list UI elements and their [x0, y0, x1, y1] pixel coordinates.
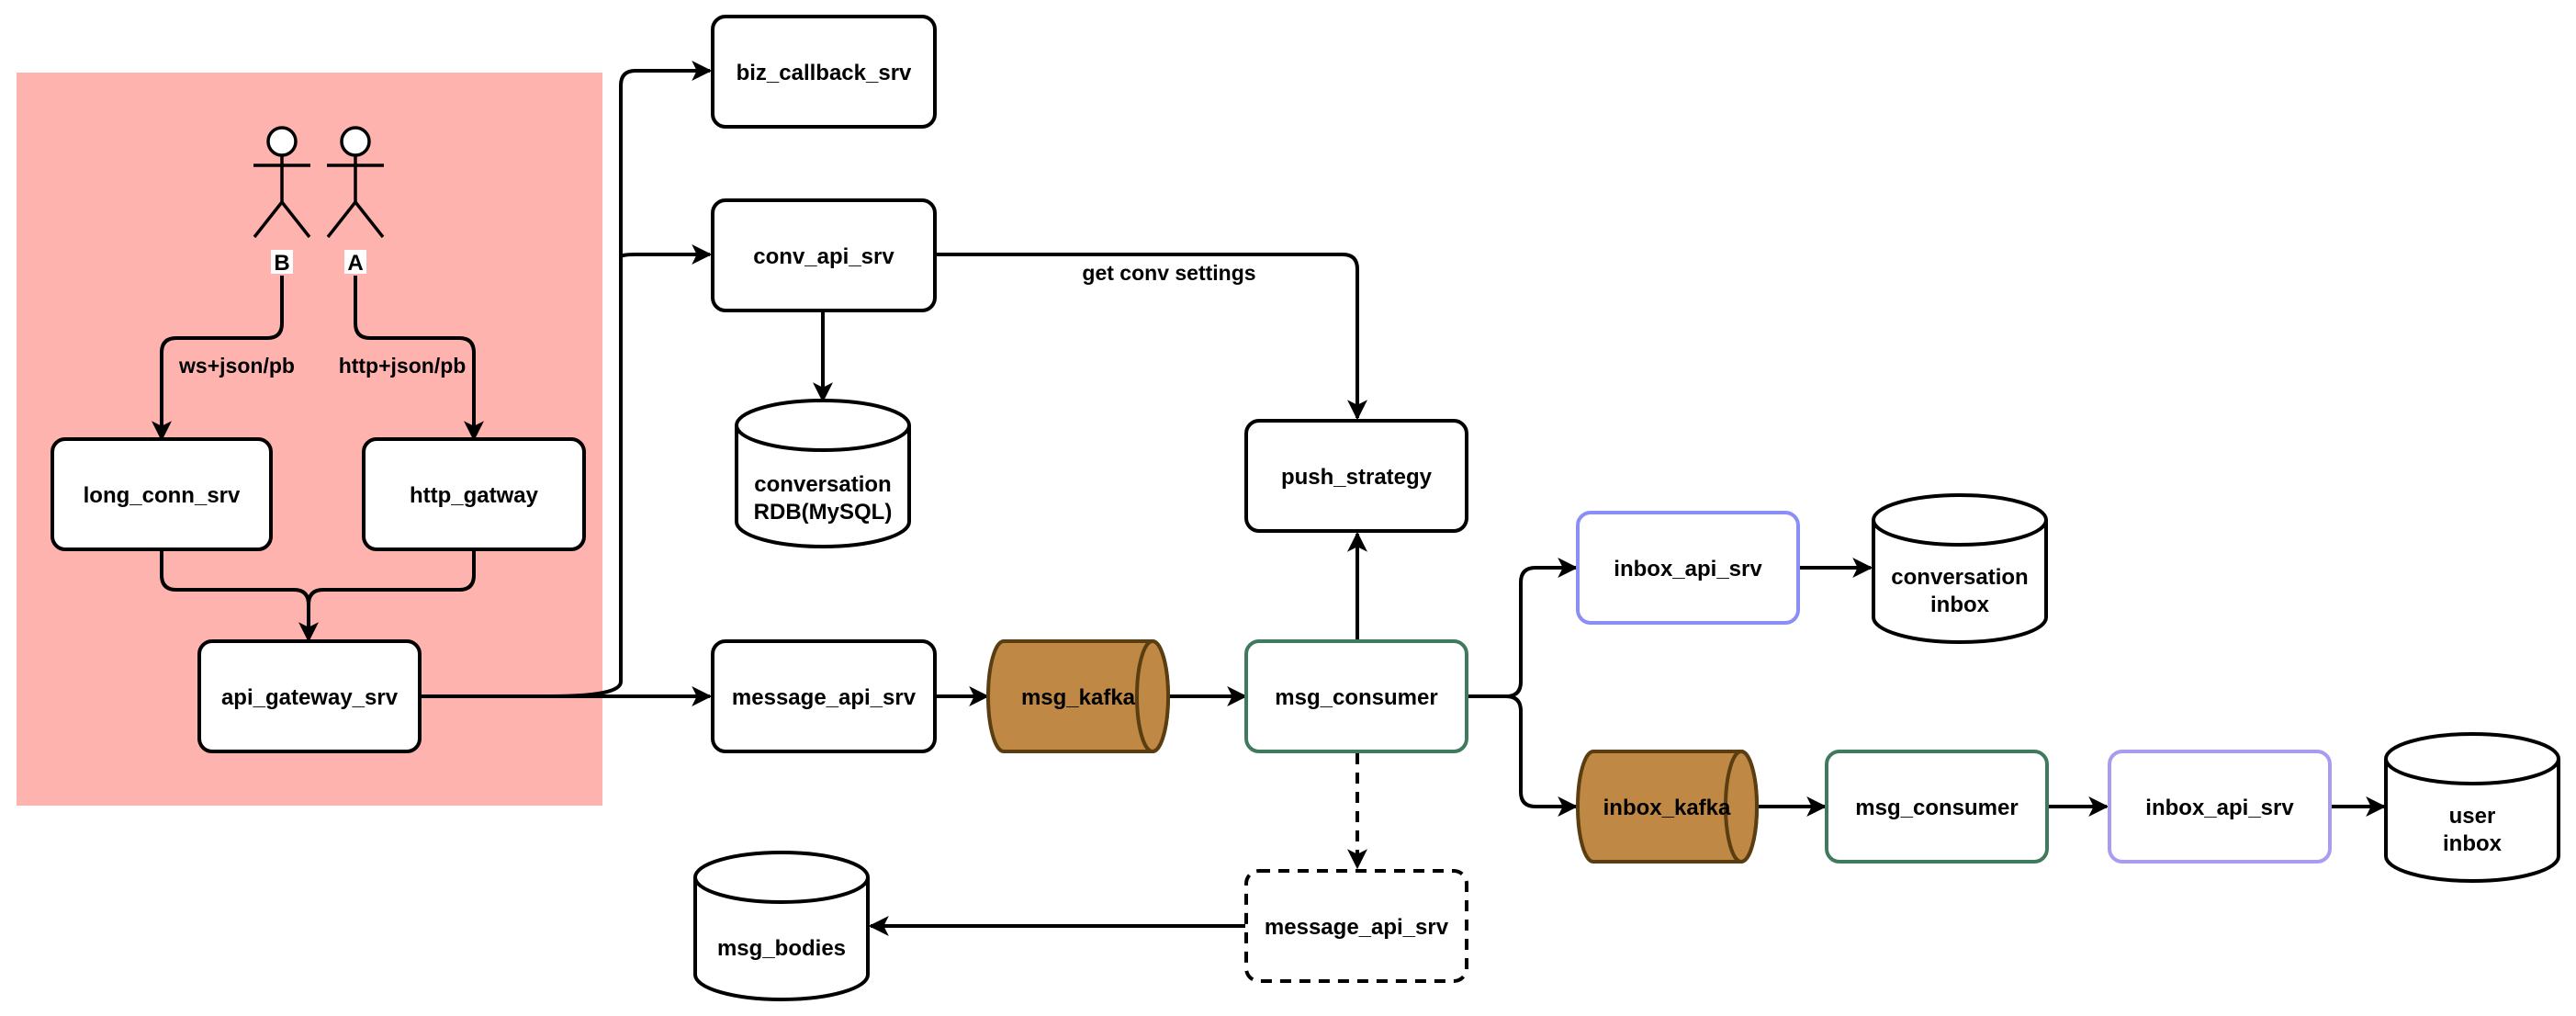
- node-conv-api-srv[interactable]: conv_api_srv: [711, 198, 937, 312]
- actor-b-label: B: [274, 251, 289, 276]
- db-user-inbox-line1: user: [2449, 804, 2496, 829]
- actor-b-head: [266, 126, 298, 157]
- node-api-gateway-srv[interactable]: api_gateway_srv: [197, 639, 422, 753]
- edge-label-ws: ws+json/pb: [178, 354, 295, 378]
- db-conversation-inbox[interactable]: conversation inbox: [1872, 493, 2048, 644]
- node-msg-consumer-2[interactable]: msg_consumer: [1825, 750, 2049, 864]
- edge-consumer-inbox-kafka: [1505, 694, 1579, 817]
- msg-kafka-label: msg_kafka: [1021, 685, 1136, 710]
- node-inbox-api-srv-2[interactable]: inbox_api_srv: [2108, 750, 2332, 864]
- actor-a-label-bg: [344, 250, 366, 274]
- node-http-gatway[interactable]: http_gatway: [362, 437, 586, 551]
- db-msg-bodies-label: msg_bodies: [717, 936, 846, 961]
- edge-b-long-conn: [152, 276, 284, 442]
- node-msg-consumer[interactable]: msg_consumer: [1244, 639, 1468, 753]
- queue-msg-kafka[interactable]: msg_kafka: [986, 639, 1170, 753]
- msg-consumer-2-label: msg_consumer: [1855, 796, 2018, 820]
- node-message-api-srv[interactable]: message_api_srv: [711, 639, 937, 753]
- db-msg-bodies[interactable]: msg_bodies: [693, 851, 870, 1001]
- node-inbox-api-srv-1[interactable]: inbox_api_srv: [1576, 511, 1800, 625]
- edge-gateway-biz-callback: [550, 61, 713, 698]
- edge-consumer-inbox-api: [1468, 558, 1579, 698]
- db-user-inbox[interactable]: user inbox: [2384, 732, 2560, 883]
- db-conversation-inbox-line1: conversation: [1891, 565, 2028, 590]
- queue-inbox-kafka[interactable]: inbox_kafka: [1576, 750, 1759, 864]
- edge-label-conv-settings: get conv settings: [1082, 261, 1255, 285]
- actor-a: [326, 126, 385, 239]
- db-conversation-rdb-line2: RDB(MySQL): [754, 500, 893, 525]
- actor-b-label-bg: [271, 250, 293, 274]
- node-biz-callback-srv[interactable]: biz_callback_srv: [711, 15, 937, 129]
- inbox-api-srv-2-label: inbox_api_srv: [2145, 796, 2294, 820]
- edge-http-gateway: [307, 549, 476, 605]
- message-api-srv-async-label: message_api_srv: [1265, 915, 1449, 940]
- node-push-strategy[interactable]: push_strategy: [1244, 419, 1468, 533]
- api-gateway-srv-label: api_gateway_srv: [221, 685, 399, 710]
- db-conversation-rdb-line1: conversation: [754, 472, 891, 497]
- node-long-conn-srv[interactable]: long_conn_srv: [51, 437, 273, 551]
- db-conversation-inbox-line2: inbox: [1930, 593, 1990, 617]
- inbox-api-srv-1-label: inbox_api_srv: [1614, 557, 1762, 581]
- db-user-inbox-line2: inbox: [2443, 831, 2503, 856]
- actor-a-label: A: [347, 251, 363, 276]
- edge-label-http: http+json/pb: [339, 354, 467, 378]
- actor-b: [253, 126, 311, 239]
- inbox-kafka-label: inbox_kafka: [1603, 796, 1731, 820]
- edge-gateway-conv-api: [619, 244, 713, 265]
- db-conversation-rdb[interactable]: conversation RDB(MySQL): [735, 399, 911, 548]
- conv-api-srv-label: conv_api_srv: [753, 244, 894, 269]
- msg-consumer-label: msg_consumer: [1275, 685, 1437, 710]
- edge-a-http: [354, 276, 484, 442]
- long-conn-srv-label: long_conn_srv: [84, 483, 241, 508]
- node-message-api-srv-async[interactable]: message_api_srv: [1244, 869, 1468, 983]
- message-api-srv-label: message_api_srv: [732, 685, 917, 710]
- actor-a-head: [340, 126, 371, 157]
- http-gatway-label: http_gatway: [410, 483, 539, 508]
- push-strategy-label: push_strategy: [1281, 465, 1433, 490]
- edge-conv-api-push: [935, 253, 1367, 421]
- biz-callback-srv-label: biz_callback_srv: [737, 61, 912, 85]
